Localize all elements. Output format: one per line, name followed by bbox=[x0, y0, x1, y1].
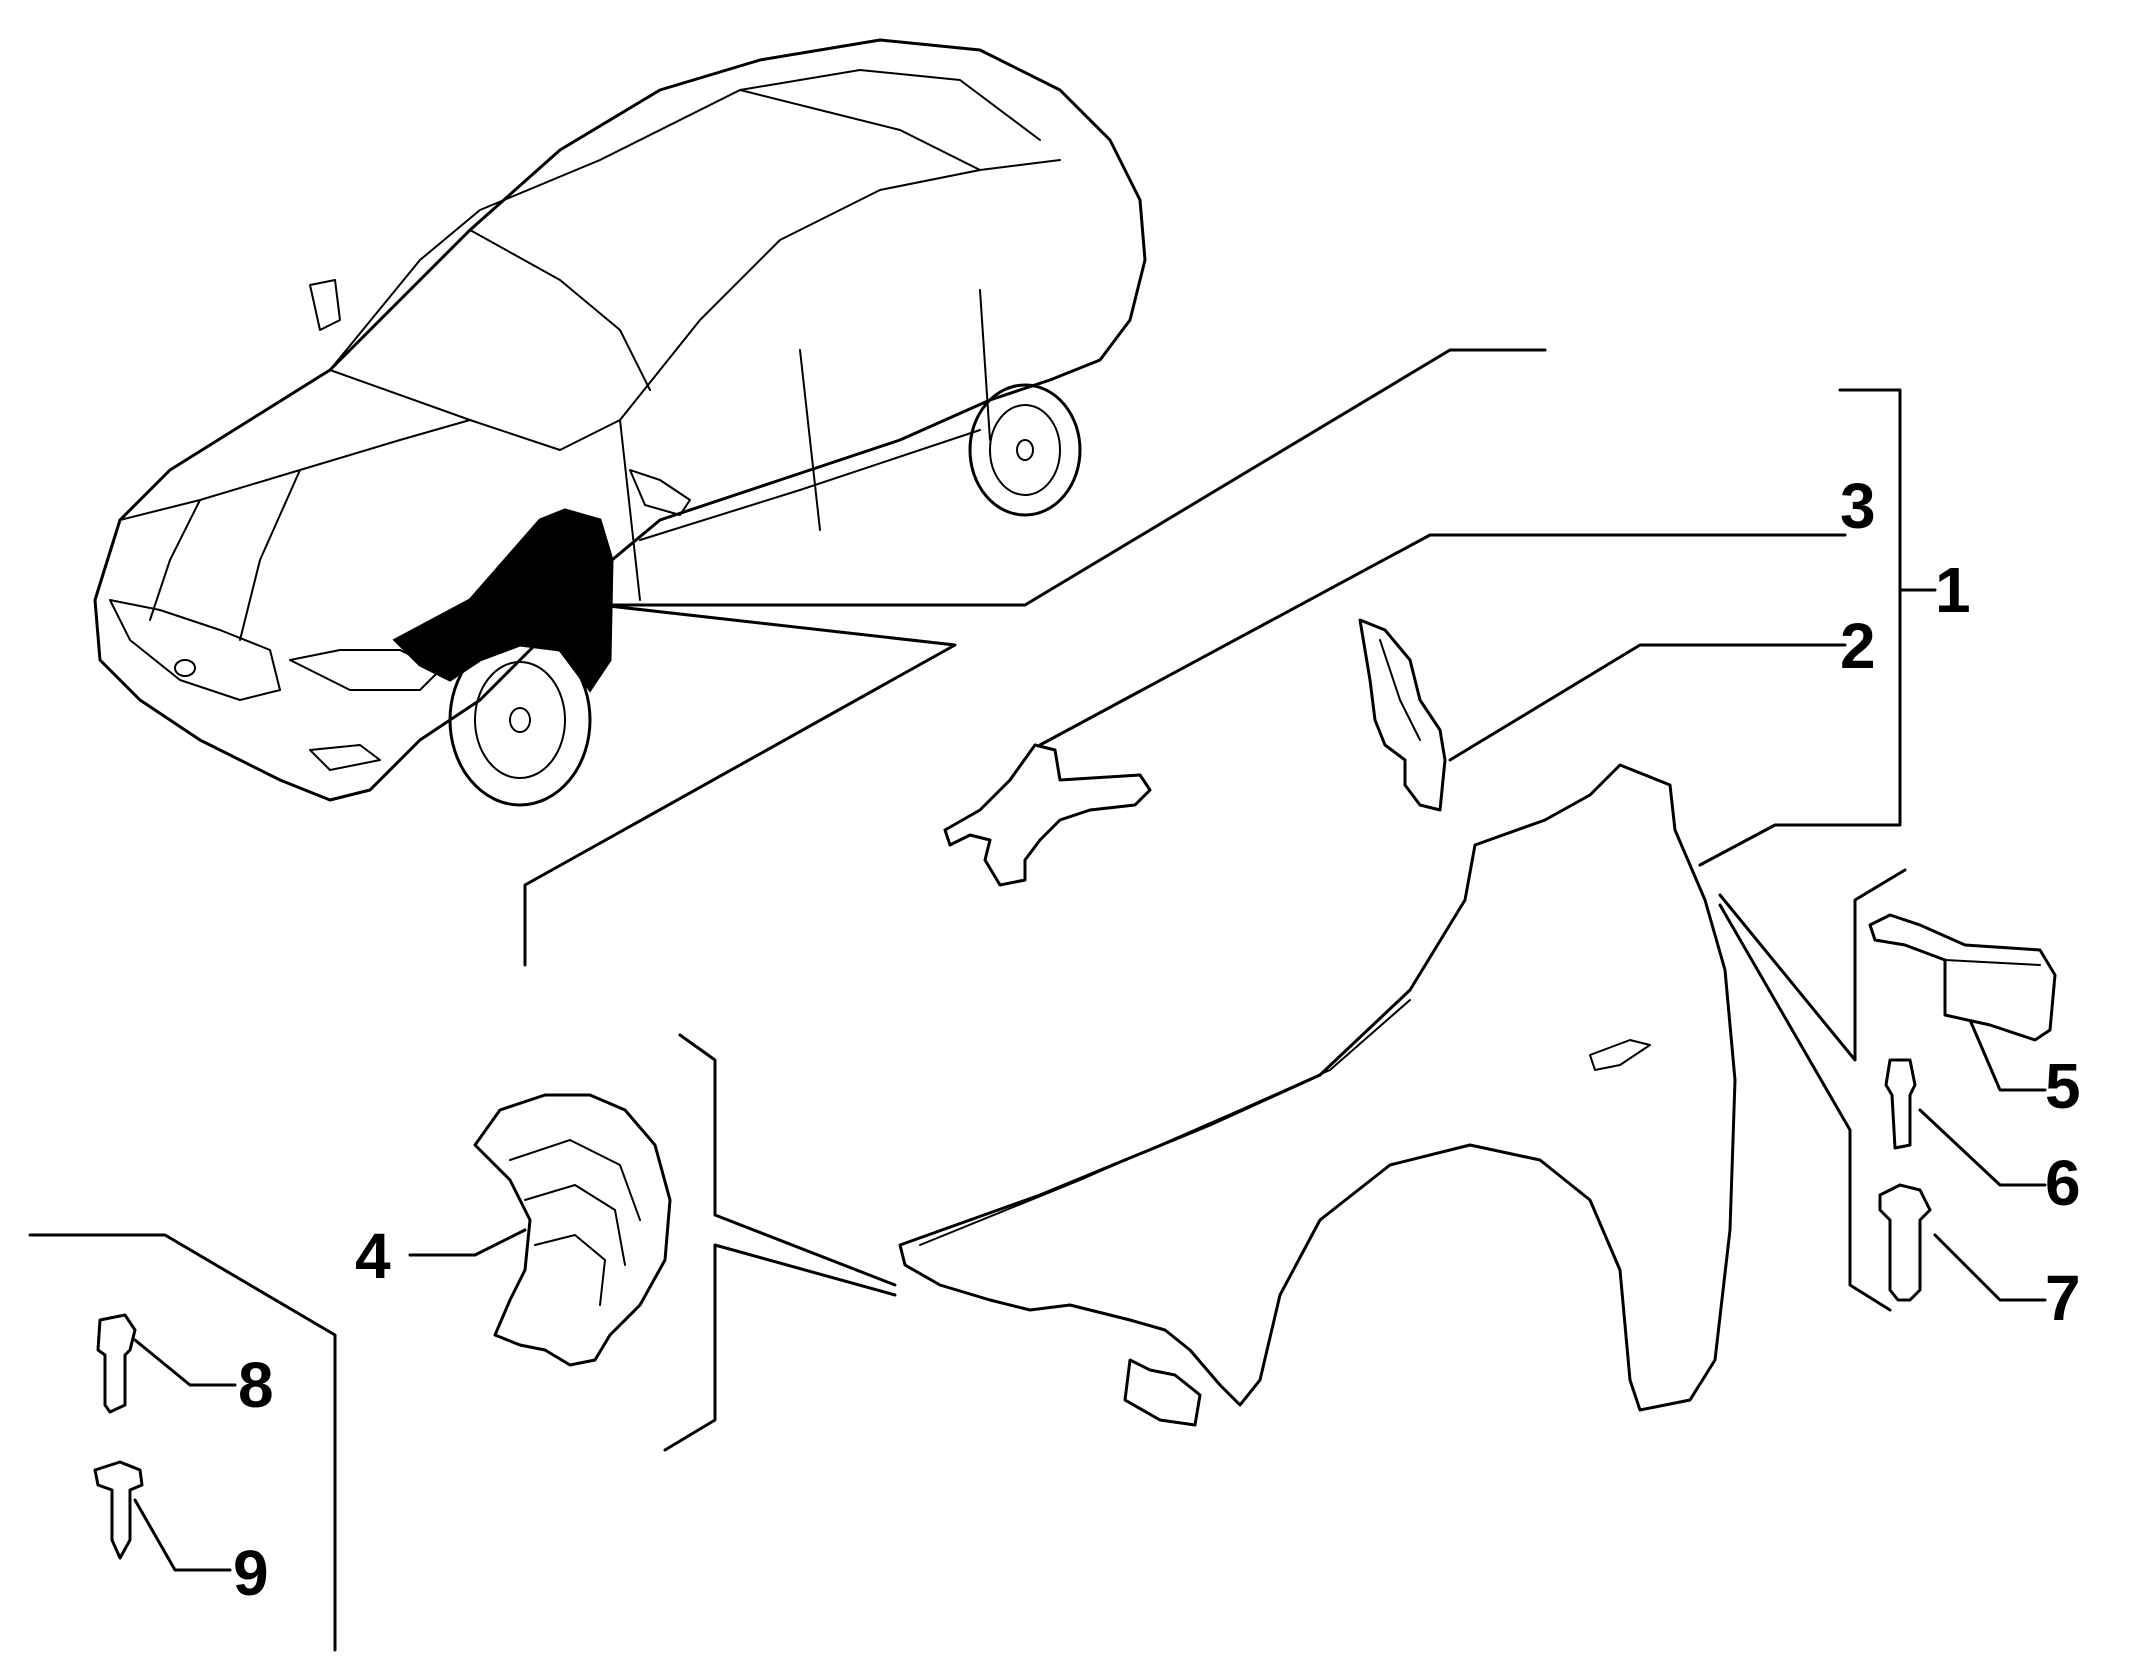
callout-5: 5 bbox=[2045, 1050, 2081, 1122]
part-bracket-5 bbox=[1868, 913, 2057, 1042]
part-bracket-2 bbox=[1358, 618, 1447, 812]
callout-labels: 1 2 3 4 5 6 7 8 9 bbox=[233, 470, 2081, 1609]
callout-9: 9 bbox=[233, 1537, 269, 1609]
part-liner-4 bbox=[473, 1093, 672, 1367]
callout-8: 8 bbox=[238, 1349, 274, 1421]
callout-7: 7 bbox=[2045, 1262, 2081, 1334]
callout-6: 6 bbox=[2045, 1147, 2081, 1219]
callout-3: 3 bbox=[1840, 470, 1876, 542]
callout-2: 2 bbox=[1840, 610, 1876, 682]
part-plug-7 bbox=[1878, 1183, 1932, 1302]
highlighted-fender bbox=[392, 508, 614, 693]
leader-lines bbox=[28, 348, 2047, 1652]
part-fender bbox=[898, 763, 1737, 1427]
part-bolt-6 bbox=[1884, 1058, 1917, 1150]
car-illustration bbox=[93, 38, 1147, 807]
part-clip-9 bbox=[93, 1460, 144, 1560]
part-bracket-3 bbox=[943, 743, 1152, 887]
callout-1: 1 bbox=[1935, 554, 1971, 626]
callout-4: 4 bbox=[355, 1220, 391, 1292]
part-bolt-8 bbox=[96, 1313, 137, 1414]
